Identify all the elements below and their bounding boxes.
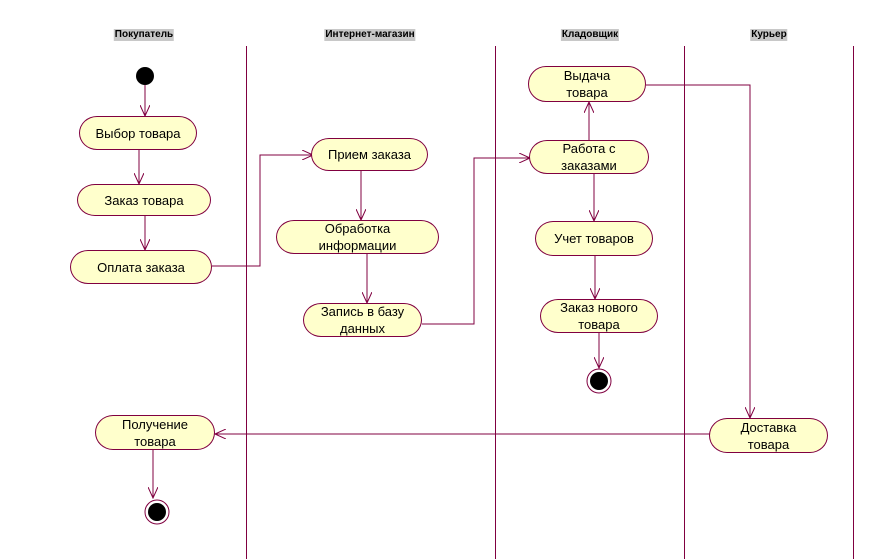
flow-zapis-to-rabota xyxy=(422,158,530,325)
final-node-warehouse xyxy=(586,368,612,394)
activity-zakaz-novogo-tovara: Заказ нового товара xyxy=(540,299,658,333)
activity-poluchenie-tovara: Получение товара xyxy=(95,415,215,450)
activity-rabota-s-zakazami: Работа с заказами xyxy=(529,140,649,174)
lane-separator xyxy=(853,46,854,559)
activity-zapis-v-bazu: Запись в базу данных xyxy=(303,303,422,337)
final-node-customer xyxy=(144,499,170,525)
activity-uchet-tovarov: Учет товаров xyxy=(535,221,653,256)
activity-vybor-tovara: Выбор товара xyxy=(79,116,197,150)
activity-oplata-zakaza: Оплата заказа xyxy=(70,250,212,284)
activity-priem-zakaza: Прием заказа xyxy=(311,138,428,171)
lane-separator xyxy=(495,46,496,559)
activity-obrabotka-informacii: Обработка информации xyxy=(276,220,439,254)
lane-separator xyxy=(684,46,685,559)
initial-node xyxy=(136,67,154,85)
flow-vydacha-to-dostavka xyxy=(646,84,750,418)
lane-title-shop: Интернет-магазин xyxy=(324,29,416,41)
lane-title-storekeeper: Кладовщик xyxy=(560,29,620,41)
activity-zakaz-tovara: Заказ товара xyxy=(77,184,211,216)
activity-dostavka-tovara: Доставка товара xyxy=(709,418,828,453)
lane-separator xyxy=(246,46,247,559)
lane-title-customer: Покупатель xyxy=(113,29,175,41)
lane-title-courier: Курьер xyxy=(750,29,788,41)
activity-vydacha-tovara: Выдача товара xyxy=(528,66,646,102)
flow-oplata-to-priem xyxy=(212,155,313,267)
